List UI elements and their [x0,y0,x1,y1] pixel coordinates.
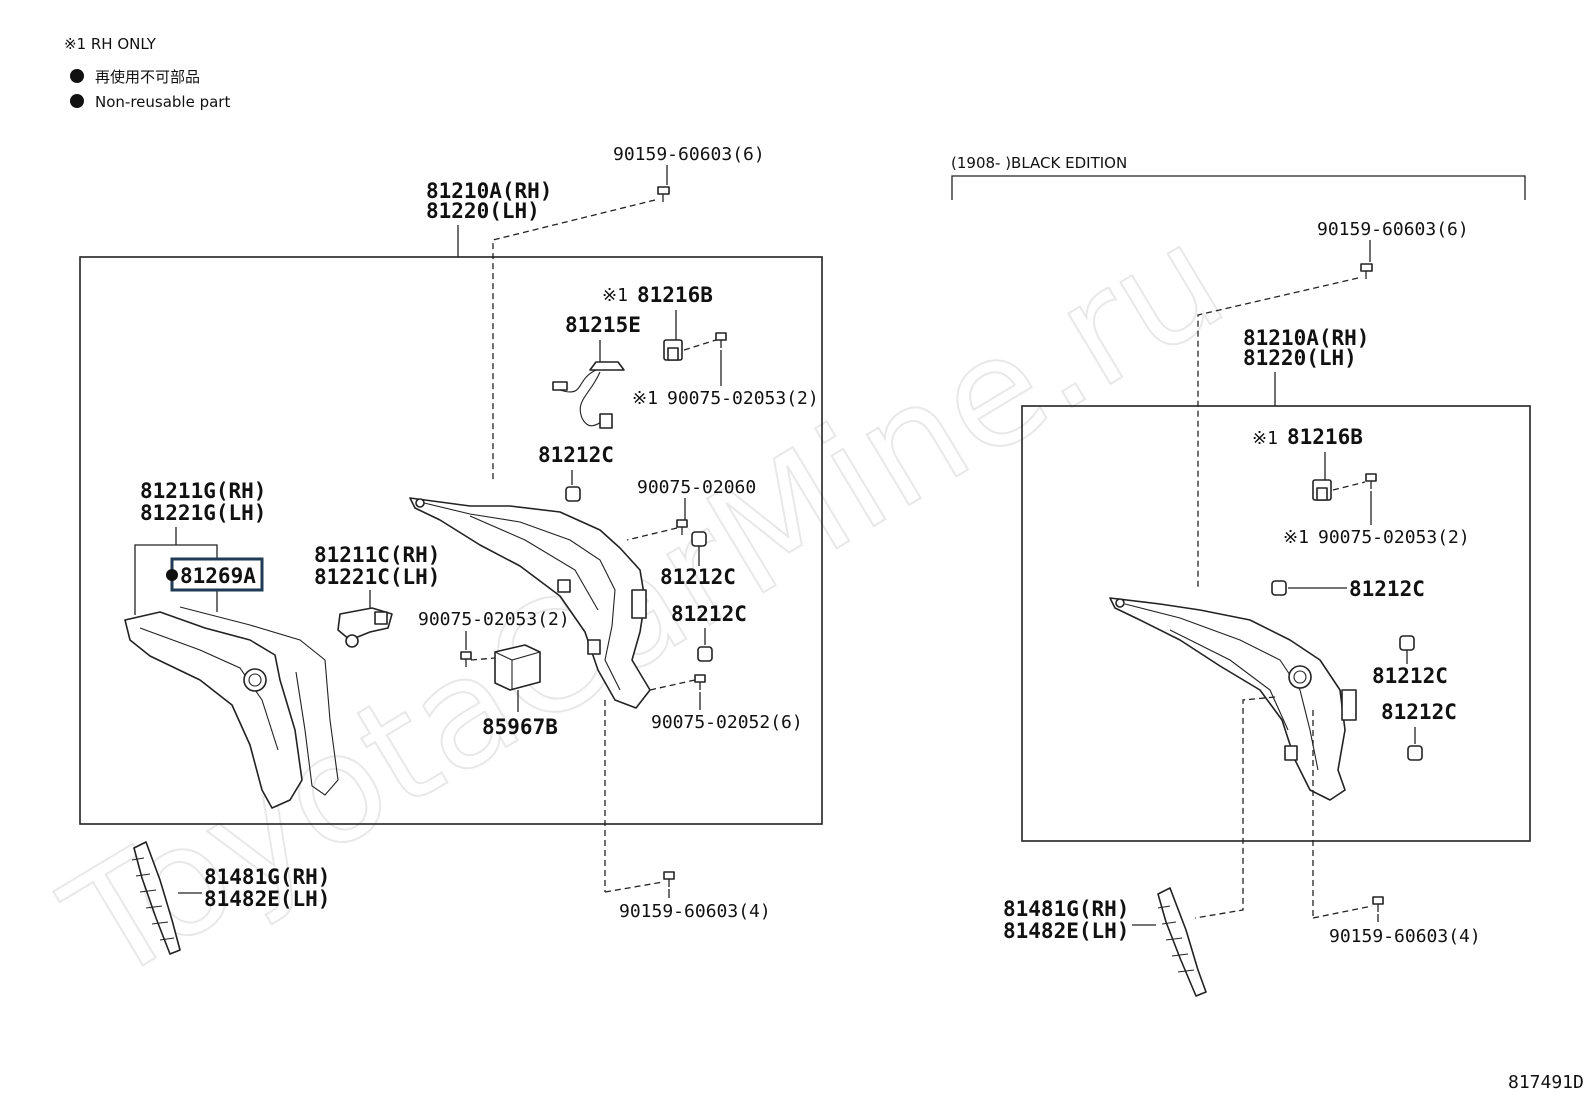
right-housing-rh-label[interactable]: 81210A(RH) [1243,326,1369,350]
left-bezel-rh-label[interactable]: 81481G(RH) [204,865,330,889]
screw-icon [657,186,670,202]
right-housing-lh-label[interactable]: 81220(LH) [1243,346,1357,370]
left-cap-1-label[interactable]: 81212C [538,443,614,467]
legend-english: Non-reusable part [95,93,230,111]
cap-icon [1407,745,1423,761]
socket-icon [1312,479,1332,501]
right-rh-only-marker-2: ※1 [1283,527,1309,548]
left-screw-top-label[interactable]: 90159-60603(6) [613,144,765,165]
non-reusable-dot-icon [70,69,84,83]
screw-icon [694,674,706,690]
left-rh-only-marker-2: ※1 [632,388,658,409]
cap-icon [1399,635,1415,651]
left-screw-mid-label[interactable]: 90075-02060 [637,477,756,498]
cap-icon [1271,580,1287,596]
screw-icon [663,871,675,887]
lamp-housing-icon [1109,597,1357,801]
screw-icon [460,651,472,667]
left-bezel-lh-label[interactable]: 81482E(LH) [204,887,330,911]
right-bezel-rh-label[interactable]: 81481G(RH) [1003,897,1129,921]
right-bezel-lh-label[interactable]: 81482E(LH) [1003,919,1129,943]
left-socket-assy-rh-label[interactable]: 81211C(RH) [314,543,440,567]
bezel-icon [131,841,181,955]
lamp-lens-icon [124,606,339,809]
right-cap-2-label[interactable]: 81212C [1372,664,1448,688]
non-reusable-dot-icon [70,94,84,108]
screw-icon [1365,473,1377,489]
right-cap-3-label[interactable]: 81212C [1381,700,1457,724]
left-gasket-label[interactable]: 81269A [180,564,256,588]
left-lens-lh-label[interactable]: 81221G(LH) [140,501,266,525]
screw-icon [715,332,727,348]
cap-icon [565,486,581,502]
left-lens-rh-label[interactable]: 81211G(RH) [140,479,266,503]
wire-harness-icon [552,361,625,429]
screw-icon [1372,896,1384,912]
left-screw-bottom-label[interactable]: 90075-02052(6) [651,712,803,733]
screw-icon [1360,263,1373,279]
black-edition-bracket [951,175,1526,200]
left-screw-lower-label[interactable]: 90159-60603(4) [619,901,771,922]
left-rh-only-marker-1: ※1 [602,285,628,306]
left-socket-assy-lh-label[interactable]: 81221C(LH) [314,565,440,589]
rh-only-note: ※1 RH ONLY [64,35,157,53]
left-wire-label[interactable]: 81215E [565,313,641,337]
lamp-housing-icon [409,497,651,709]
left-housing-rh-label[interactable]: 81210A(RH) [426,179,552,203]
right-screw-lower-label[interactable]: 90159-60603(4) [1329,926,1481,947]
black-edition-label: (1908- )BLACK EDITION [951,154,1127,172]
control-module-icon [494,644,541,691]
left-assembly-frame [79,256,823,825]
right-screw-top-label[interactable]: 90159-60603(6) [1317,219,1469,240]
left-housing-lh-label[interactable]: 81220(LH) [426,199,540,223]
left-cap-3-label[interactable]: 81212C [671,602,747,626]
bezel-icon [1157,887,1207,997]
left-screw-ecu-label[interactable]: 90075-02053(2) [418,609,570,630]
cap-icon [697,646,713,662]
socket-icon [663,339,683,361]
right-assembly-frame [1021,405,1531,842]
screw-icon [676,519,688,535]
right-cap-1-label[interactable]: 81212C [1349,577,1425,601]
cap-icon [691,531,707,547]
right-screw-socket-label[interactable]: 90075-02053(2) [1318,527,1470,548]
legend-japanese: 再使用不可部品 [95,68,200,86]
left-ecu-label[interactable]: 85967B [482,715,558,739]
right-socket-label[interactable]: 81216B [1287,425,1363,449]
left-screw-socket-label[interactable]: 90075-02053(2) [667,388,819,409]
left-cap-2-label[interactable]: 81212C [660,565,736,589]
right-rh-only-marker-1: ※1 [1252,428,1278,449]
diagram-id: 817491D [1508,1072,1584,1093]
bulb-socket-icon [337,607,393,648]
left-socket-label[interactable]: 81216B [637,283,713,307]
non-reusable-dot-icon [166,569,178,581]
